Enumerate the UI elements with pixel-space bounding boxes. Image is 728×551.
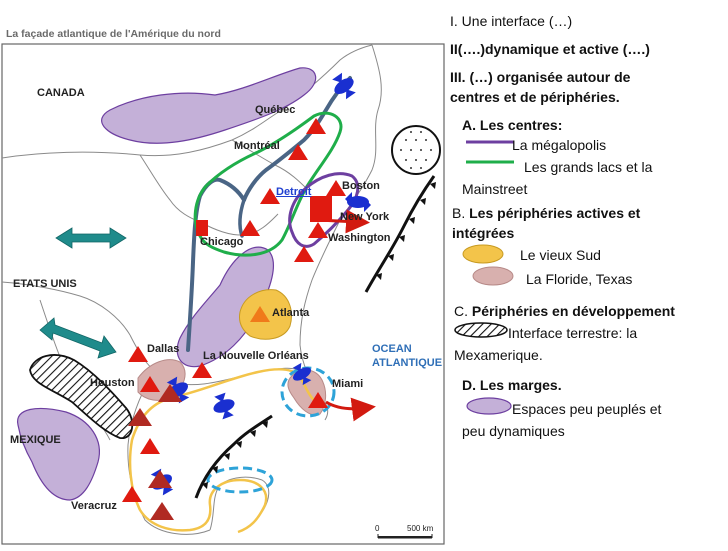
label-la-nouvelle-orleans: La Nouvelle Orléans	[203, 350, 309, 362]
caraibes-circle	[206, 466, 274, 494]
legend-section-b-line2: intégrées	[452, 225, 515, 241]
map-drawing	[1, 43, 445, 545]
label-montreal: Montréal	[234, 140, 280, 152]
legend-interface-2: Mexamerique.	[454, 347, 543, 363]
legend-vieux-sud: Le vieux Sud	[520, 247, 601, 263]
metropolis-square-icon	[196, 220, 208, 236]
legend-marges-swatch	[466, 397, 512, 415]
pole-circle	[391, 125, 441, 175]
label-dallas: Dallas	[147, 343, 180, 355]
city-houston	[140, 376, 160, 392]
marge-mexique	[17, 407, 100, 501]
river-saint-laurent	[242, 76, 352, 202]
city-la-nouvelle-orleans	[192, 362, 212, 378]
label-ocean: OCEAN ATLANTIQUE	[372, 342, 442, 370]
legend-floride-texas: La Floride, Texas	[526, 271, 633, 287]
city-miami	[308, 392, 328, 408]
city-dallas	[128, 346, 148, 362]
label-chicago: Chicago	[200, 236, 244, 248]
pole-circle-dots	[400, 131, 432, 169]
miami-arrow-icon	[325, 397, 376, 422]
front-line-gulf-icon	[194, 414, 273, 499]
legend-line-2: II(….)dynamique et active (….)	[450, 41, 650, 57]
front-line-icon	[364, 175, 436, 293]
legend-floride-texas-swatch	[472, 266, 514, 286]
legend-marges-1: Espaces peu peuplés et	[512, 401, 662, 417]
legend-great-lakes-1: Les grands lacs et la	[524, 159, 653, 175]
vieux-sud-zone	[239, 289, 292, 340]
label-ocean-line2: ATLANTIQUE	[372, 357, 443, 369]
scale-bar	[377, 534, 433, 539]
city-quebec	[306, 118, 326, 134]
legend-section-b: B. Les périphéries actives et	[452, 204, 640, 223]
legend-section-b-prefix: B.	[452, 205, 470, 221]
label-detroit[interactable]: Detroit	[276, 186, 312, 198]
southern-coast-interface	[128, 368, 319, 534]
label-houston: Houston	[90, 377, 135, 389]
city-atlanta	[250, 306, 270, 322]
label-atlanta: Atlanta	[272, 307, 310, 319]
marges-zones	[17, 67, 317, 501]
double-arrow-icon	[55, 227, 127, 249]
label-mexique: MEXIQUE	[10, 434, 61, 446]
city-triangle-icon	[122, 118, 346, 502]
legend-great-lakes-swatch	[466, 160, 514, 164]
legend-interface-1: Interface terrestre: la	[508, 325, 638, 341]
label-new-york: New York	[340, 211, 390, 223]
city-washington	[308, 222, 328, 238]
hatched-interface-legend-icon	[454, 322, 508, 338]
city-veracruz	[122, 486, 142, 502]
legend-vieux-sud-swatch	[462, 244, 504, 264]
double-arrow-mexico-icon	[39, 317, 117, 359]
legend-marges-2: peu dynamiques	[462, 423, 565, 439]
legend-megalopolis-swatch	[466, 140, 514, 144]
city-pittsburgh	[240, 220, 260, 236]
river-great-lakes	[238, 198, 246, 238]
label-washington: Washington	[328, 232, 391, 244]
label-veracruz: Veracruz	[71, 500, 117, 512]
city-detroit	[260, 188, 280, 204]
marge-appalaches	[176, 246, 275, 368]
legend-line-4: centres et de périphéries.	[450, 89, 620, 105]
city-triangle-dark-icon	[128, 384, 182, 520]
megalopolis	[288, 172, 360, 248]
city-montreal	[288, 144, 308, 160]
city-boston	[326, 180, 346, 196]
legend-section-b-bold: Les périphéries actives et	[469, 205, 641, 221]
map-panel: La façade atlantique de l'Amérique du no…	[1, 28, 445, 545]
label-quebec: Québec	[255, 104, 296, 116]
label-canada: CANADA	[37, 87, 85, 99]
great-lakes-mainstreet	[193, 111, 343, 257]
legend-section-c-prefix: C.	[454, 303, 472, 319]
legend-line-1: I. Une interface (…)	[450, 13, 573, 29]
city-philadelphia	[294, 246, 314, 262]
legend-section-a: A. Les centres:	[462, 117, 563, 133]
legend-section-c: C. Périphéries en développement	[454, 302, 675, 321]
label-boston: Boston	[342, 180, 380, 192]
legend-great-lakes-2: Mainstreet	[462, 181, 528, 197]
legend-megalopolis: La mégalopolis	[512, 137, 607, 153]
map-title: La façade atlantique de l'Amérique du no…	[6, 28, 221, 40]
legend-section-d: D. Les marges.	[462, 377, 562, 393]
legend-section-c-bold: Périphéries en développement	[471, 303, 675, 319]
label-ocean-line1: OCEAN	[372, 343, 412, 355]
legend-panel: I. Une interface (…) II(….)dynamique et …	[450, 0, 728, 546]
metropolis-newyork-square-icon	[310, 196, 332, 222]
label-miami: Miami	[332, 378, 364, 390]
legend-line-3: III. (…) organisée autour de	[450, 69, 631, 85]
scale-start-label: 0	[375, 524, 380, 533]
scale-end-label: 500 km	[407, 524, 434, 533]
marge-canada	[101, 67, 317, 144]
label-etats-unis: ETATS UNIS	[13, 278, 77, 290]
city-monterrey	[140, 438, 160, 454]
